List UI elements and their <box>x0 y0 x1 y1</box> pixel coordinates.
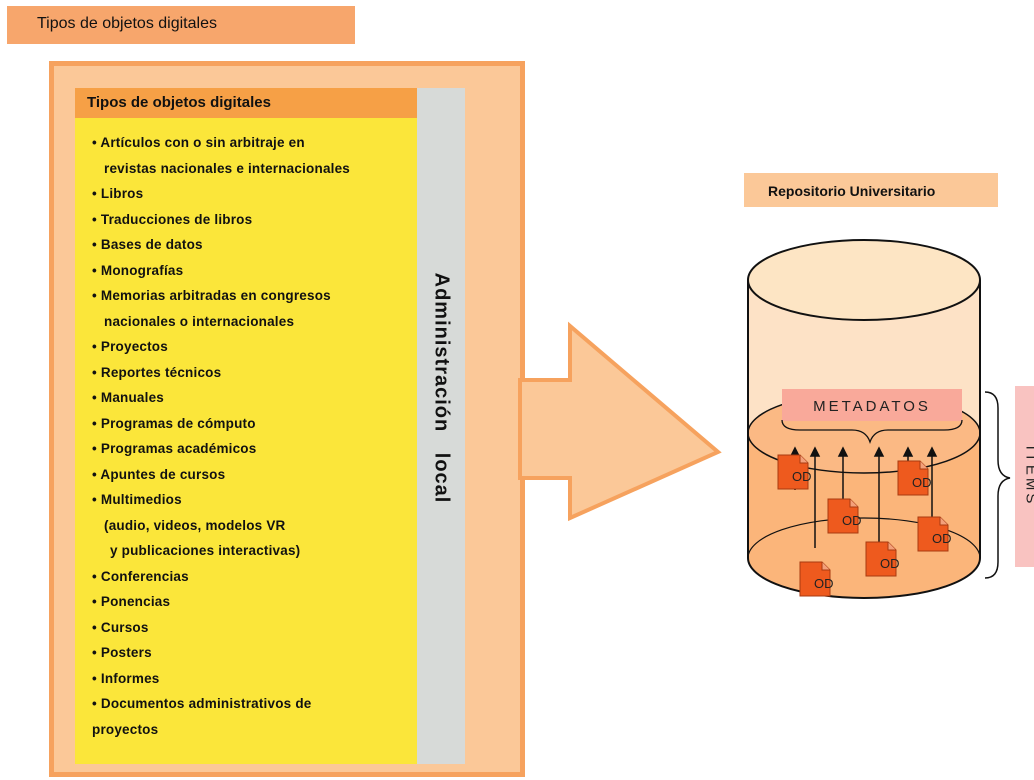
object-type-item: • Conferencias <box>92 568 189 584</box>
object-type-item: • Multimedios <box>92 492 182 507</box>
digital-object-label: OD <box>792 469 812 484</box>
digital-object-label: OD <box>932 531 952 546</box>
digital-object-label: OD <box>880 556 900 571</box>
digital-object-icon: OD <box>897 460 932 496</box>
digital-object-label: OD <box>814 576 834 591</box>
digital-object-icon: OD <box>827 498 862 534</box>
metadata-brace <box>781 419 963 445</box>
object-type-item: • Libros <box>92 186 144 201</box>
object-type-item: • Traducciones de libros <box>92 211 253 227</box>
object-type-item: y publicaciones interactivas) <box>110 543 301 558</box>
object-type-item: revistas nacionales e internacionales <box>104 160 351 176</box>
object-type-item: • Documentos administrativos de <box>92 696 312 711</box>
digital-object-label: OD <box>912 475 932 490</box>
object-type-item: • Cursos <box>92 619 149 635</box>
digital-object-icon: OD <box>865 541 900 577</box>
object-type-item: • Monografías <box>92 262 184 278</box>
digital-object-icon: OD <box>917 516 952 552</box>
object-type-item: • Informes <box>92 670 160 686</box>
cylinder-bottom <box>747 557 981 599</box>
object-type-item: • Apuntes de cursos <box>92 466 226 482</box>
object-type-item: • Ponencias <box>92 594 171 609</box>
digital-object-label: OD <box>842 513 862 528</box>
object-type-item: • Reportes técnicos <box>92 364 222 380</box>
object-type-item: • Proyectos <box>92 339 168 354</box>
object-type-item: nacionales o internacionales <box>104 313 295 329</box>
repository-label: Repositorio Universitario <box>744 173 998 207</box>
items-label-box: ITEMS <box>1015 386 1034 567</box>
object-type-item: • Posters <box>92 645 152 660</box>
object-types-list: • Artículos con o sin arbitraje en revist… <box>92 130 412 742</box>
digital-objects: OD OD OD OD OD OD <box>777 454 952 597</box>
items-brace <box>984 391 1011 579</box>
metadata-label: METADATOS <box>813 398 931 415</box>
digital-object-icon: OD <box>777 454 812 490</box>
object-type-item: (audio, videos, modelos VR <box>104 517 286 533</box>
digital-object-icon: OD <box>799 561 834 597</box>
object-type-item: • Memorias arbitradas en congresos <box>92 288 331 303</box>
object-types-panel <box>75 88 417 764</box>
object-type-item: proyectos <box>92 721 159 737</box>
flow-arrow <box>518 321 722 522</box>
object-type-item: • Programas académicos <box>92 441 257 456</box>
admin-side-bar <box>417 88 465 764</box>
object-type-item: • Manuales <box>92 390 164 405</box>
cylinder-top <box>747 239 981 321</box>
object-type-item: • Programas de cómputo <box>92 415 256 431</box>
diagram-title: Tipos de objetos digitales <box>7 6 355 44</box>
object-type-item: • Bases de datos <box>92 237 203 252</box>
object-type-item: • Artículos con o sin arbitraje en <box>92 135 305 150</box>
items-label: ITEMS <box>1022 445 1034 507</box>
metadata-box <box>782 389 962 421</box>
panel-header: Tipos de objetos digitales <box>75 88 417 118</box>
